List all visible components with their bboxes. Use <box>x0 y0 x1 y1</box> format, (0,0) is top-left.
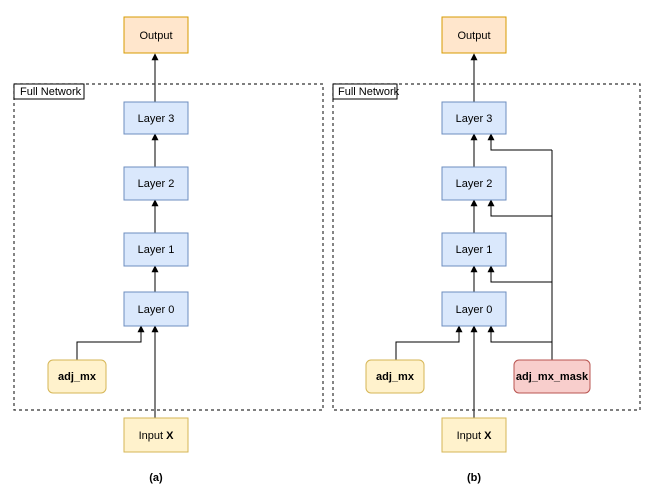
panel-a-output-label: Output <box>139 30 172 42</box>
panel-b-layer2-box <box>441 166 507 201</box>
arrow-mask-to-layer1 <box>487 265 552 283</box>
panel-b-caption: (b) <box>467 472 481 484</box>
panel-a-layer2-label: Layer 2 <box>138 178 175 190</box>
panel-a-layer3-label: Layer 3 <box>138 113 175 125</box>
panel-b-layer1-node: Layer 1 <box>441 232 507 267</box>
panel-b-layer3-box <box>441 101 507 135</box>
panel-a-layer1-label: Layer 1 <box>138 244 175 256</box>
panel-a: Full Network Output Layer 3 Layer 2 Laye… <box>13 16 324 484</box>
panel-b-connectors <box>395 53 553 418</box>
arrow-mask-to-layer2 <box>487 199 552 217</box>
panel-a-input-symbol: X <box>166 430 174 442</box>
panel-a-output-box <box>123 16 189 54</box>
panel-b-adj-box <box>365 359 425 394</box>
panel-a-adj-label: adj_mx <box>58 371 97 383</box>
panel-a-layer1-box <box>123 232 189 267</box>
panel-b-input-node: Input X <box>441 417 507 453</box>
panel-b-layer3-label: Layer 3 <box>456 113 493 125</box>
panel-a-layer0-box <box>123 291 189 327</box>
panel-a-input-node: Input X <box>123 417 189 453</box>
panel-a-input-label: Input X <box>139 430 175 442</box>
panel-b-layer1-label: Layer 1 <box>456 244 493 256</box>
arrow-mask-to-layer3 <box>487 133 552 151</box>
panel-a-layer1-node: Layer 1 <box>123 232 189 267</box>
panel-b: Full Network Output Layer 3 Layer 2 Laye… <box>332 16 641 484</box>
panel-a-layer0-node: Layer 0 <box>123 291 189 327</box>
panel-b-mask-box <box>513 359 591 394</box>
panel-a-caption: (a) <box>149 472 163 484</box>
panel-b-output-box <box>441 16 507 54</box>
panel-a-output-node: Output <box>123 16 189 54</box>
panel-b-layer1-box <box>441 232 507 267</box>
panel-a-container-label: Full Network <box>20 86 82 98</box>
panel-a-layer3-node: Layer 3 <box>123 101 189 135</box>
panel-a-input-text: Input <box>139 430 163 442</box>
panel-b-adj-node: adj_mx <box>365 359 425 394</box>
panel-a-adj-box <box>47 359 107 394</box>
panel-a-connectors <box>76 53 159 418</box>
panel-b-mask-node: adj_mx_mask <box>513 359 591 394</box>
panel-b-layer0-label: Layer 0 <box>456 304 493 316</box>
panel-b-input-symbol: X <box>484 430 492 442</box>
panel-b-adj-label: adj_mx <box>376 371 415 383</box>
panel-b-layer2-label: Layer 2 <box>456 178 493 190</box>
panel-a-layer0-label: Layer 0 <box>138 304 175 316</box>
panel-b-layer0-node: Layer 0 <box>441 291 507 327</box>
panel-a-adj-node: adj_mx <box>47 359 107 394</box>
panel-b-input-label: Input X <box>457 430 493 442</box>
panel-b-output-label: Output <box>457 30 490 42</box>
panel-b-layer0-box <box>441 291 507 327</box>
arrow-adj-to-layer0-b <box>395 325 463 360</box>
panel-b-mask-label: adj_mx_mask <box>516 371 589 383</box>
panel-b-output-node: Output <box>441 16 507 54</box>
panel-a-input-box <box>123 417 189 453</box>
panel-b-layer2-node: Layer 2 <box>441 166 507 201</box>
panel-b-layer3-node: Layer 3 <box>441 101 507 135</box>
panel-a-container-label-box <box>13 83 85 100</box>
panel-a-layer3-box <box>123 101 189 135</box>
panel-a-layer2-node: Layer 2 <box>123 166 189 201</box>
panel-b-input-box <box>441 417 507 453</box>
panel-b-input-text: Input <box>457 430 481 442</box>
panel-a-container <box>13 83 324 411</box>
arrow-mask-to-layer0 <box>487 325 552 343</box>
panel-b-container-label-box <box>332 83 398 100</box>
panel-b-container <box>332 83 641 411</box>
panel-a-layer2-box <box>123 166 189 201</box>
panel-b-container-label: Full Network <box>338 86 400 98</box>
arrow-adj-to-layer0 <box>76 325 145 360</box>
